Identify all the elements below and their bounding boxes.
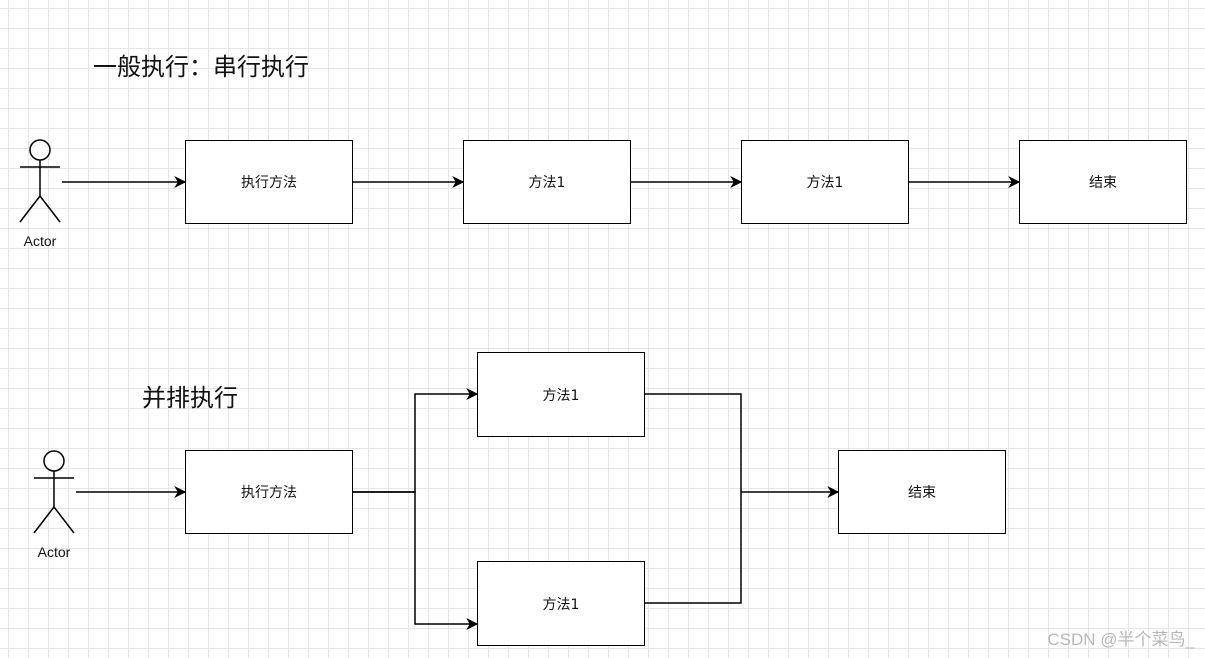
serial-node-end[interactable]: 结束	[1019, 140, 1187, 224]
node-label: 方法1	[542, 387, 580, 404]
node-label: 方法1	[542, 596, 580, 613]
node-label: 结束	[908, 485, 936, 501]
actor-serial-label: Actor	[23, 233, 57, 249]
parallel-title: 并排执行	[142, 384, 238, 412]
parallel-node-exec-method[interactable]: 执行方法	[185, 450, 353, 534]
watermark: CSDN @半个菜鸟_	[1047, 630, 1195, 649]
arrow-exec-to-branch-top	[353, 388, 479, 493]
parallel-node-branch-top[interactable]: 方法1	[477, 352, 645, 437]
arrow-exec-to-branch-bottom	[353, 491, 479, 630]
serial-node-method1-second[interactable]: 方法1	[741, 140, 909, 224]
node-label: 执行方法	[241, 485, 297, 501]
parallel-node-end[interactable]: 结束	[838, 450, 1006, 534]
line-branch-top-to-join	[645, 393, 742, 492]
node-label: 执行方法	[241, 175, 297, 191]
actor-parallel-label: Actor	[37, 544, 71, 560]
node-label: 方法1	[806, 175, 844, 191]
parallel-node-branch-bottom[interactable]: 方法1	[477, 561, 645, 646]
node-label: 结束	[1089, 175, 1117, 191]
serial-node-method1[interactable]: 方法1	[463, 140, 631, 224]
actor-serial-figure	[19, 139, 61, 223]
actor-parallel-figure	[33, 450, 75, 534]
serial-node-exec-method[interactable]: 执行方法	[185, 140, 353, 224]
serial-title: 一般执行：串行执行	[93, 53, 309, 81]
line-branch-bottom-to-join	[645, 492, 742, 604]
node-label: 方法1	[528, 175, 566, 191]
